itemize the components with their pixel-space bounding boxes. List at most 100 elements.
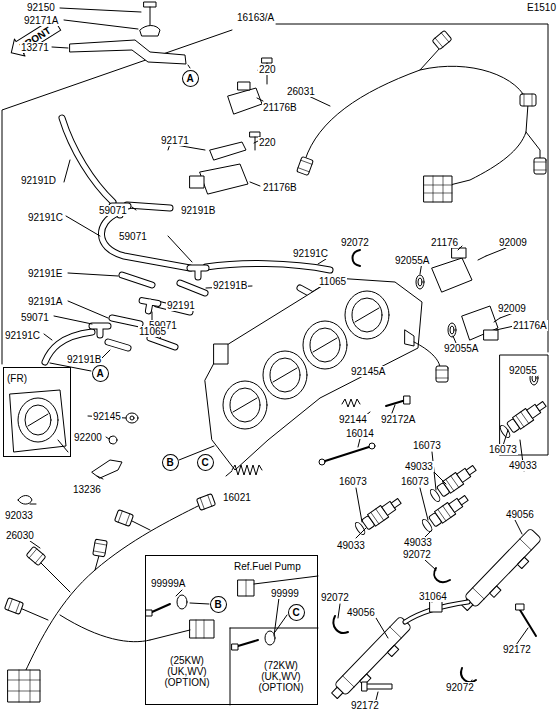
figure-code: E1510	[526, 2, 557, 13]
throttle-body	[205, 278, 422, 470]
wire-harness	[26, 546, 46, 565]
callout-number: 92191C	[292, 248, 329, 259]
fuel-rail	[520, 610, 536, 636]
wire-harness	[420, 66, 528, 185]
throttle-sensor	[416, 275, 424, 289]
option-parts	[150, 630, 190, 640]
callout-number: 92055	[508, 365, 538, 376]
throttle-link	[369, 443, 375, 449]
callout-number: 92144	[338, 414, 368, 425]
node-text: (FR)	[7, 373, 27, 384]
callout-number: 92072	[445, 682, 475, 693]
fuel-rail	[333, 616, 348, 633]
circle-outline	[288, 604, 304, 620]
throttle-link	[18, 496, 32, 505]
throttle-sensor	[432, 258, 472, 292]
callout-number: 49056	[505, 509, 535, 520]
callout-number: 92150	[26, 2, 56, 13]
fuel-rail	[459, 528, 546, 617]
throttle-link	[319, 459, 325, 465]
callout-number: 92009	[498, 237, 528, 248]
callout-number: 49033	[404, 461, 434, 472]
wire-harness	[8, 670, 40, 702]
reference-circle: B	[162, 454, 179, 471]
throttle-link	[342, 399, 360, 407]
inset-frame: (FR)	[3, 367, 71, 457]
reference-circle: B	[210, 596, 227, 613]
fr-view	[10, 390, 66, 452]
map-sensor	[238, 82, 250, 90]
wire-harness	[424, 176, 452, 202]
throttle-sensor	[478, 248, 506, 260]
fuel-injector	[421, 492, 471, 533]
circle-outline	[162, 454, 178, 470]
fuel-rail	[329, 616, 416, 705]
throttle-link	[386, 400, 406, 406]
throttle-body	[50, 278, 448, 470]
callout-number: 92191C	[4, 330, 41, 341]
circle-outline	[182, 70, 198, 86]
callout-number: 220	[258, 64, 277, 75]
bracket	[70, 40, 186, 64]
throttle-body	[223, 381, 267, 429]
callout-number: 92072	[320, 592, 350, 603]
vacuum-hose	[190, 268, 206, 277]
wire-harness	[534, 158, 546, 174]
callout-number: 92072	[340, 237, 370, 248]
option-parts	[238, 640, 258, 646]
callout-number: 99999	[270, 588, 300, 599]
node-text: A	[96, 368, 103, 379]
callout-number: 92191D	[20, 175, 57, 186]
throttle-body	[230, 388, 260, 422]
wire-harness	[196, 494, 215, 511]
callout-number: 220	[258, 137, 277, 148]
callout-number: 49033	[336, 540, 366, 551]
throttle-link	[232, 465, 262, 475]
map-sensor	[190, 176, 204, 188]
fuel-rail	[461, 668, 476, 682]
callout-number: 92191A	[27, 296, 63, 307]
throttle-body	[263, 351, 307, 399]
throttle-body	[313, 338, 337, 352]
callout-number: 21176A	[512, 320, 548, 331]
option-parts	[146, 576, 318, 650]
throttle-sensor	[484, 330, 498, 340]
bracket	[144, 2, 156, 7]
callout-number: 21176	[430, 237, 459, 248]
option-parts	[146, 610, 152, 616]
option-parts	[152, 604, 170, 612]
throttle-body	[303, 321, 347, 369]
callout-number: 16073	[488, 444, 518, 455]
callout-number: 59071	[98, 205, 128, 216]
wire-harness	[297, 156, 314, 175]
bracket	[150, 7, 151, 28]
throttle-link	[126, 413, 138, 423]
callout-number: 21176B	[262, 182, 298, 193]
throttle-body	[50, 363, 214, 460]
throttle-body	[273, 368, 297, 382]
wire-harness	[8, 670, 40, 702]
throttle-sensor	[353, 250, 361, 266]
callout-number: 92191B	[66, 354, 102, 365]
fuel-rail	[516, 604, 524, 610]
throttle-link	[92, 460, 122, 478]
callout-number: 13271	[20, 42, 50, 53]
front-arrow	[6, 16, 62, 62]
throttle-body	[436, 366, 448, 382]
fuel-injector	[499, 398, 549, 439]
fuel-rail	[338, 520, 528, 700]
callout-number: 92200	[73, 432, 103, 443]
option-note: (72KW) (UK,WV) (OPTION)	[254, 660, 308, 693]
callout-number: 16021	[222, 492, 252, 503]
callout-number: 92033	[4, 510, 34, 521]
throttle-body	[414, 342, 440, 368]
option-parts	[177, 595, 187, 609]
bracket	[140, 26, 160, 37]
option-parts	[176, 590, 209, 604]
node-text: B	[166, 457, 173, 468]
wire-harness	[4, 494, 215, 702]
option-parts	[196, 620, 204, 638]
vacuum-hose	[141, 301, 158, 313]
circle-outline	[210, 596, 226, 612]
throttle-body	[355, 308, 379, 322]
